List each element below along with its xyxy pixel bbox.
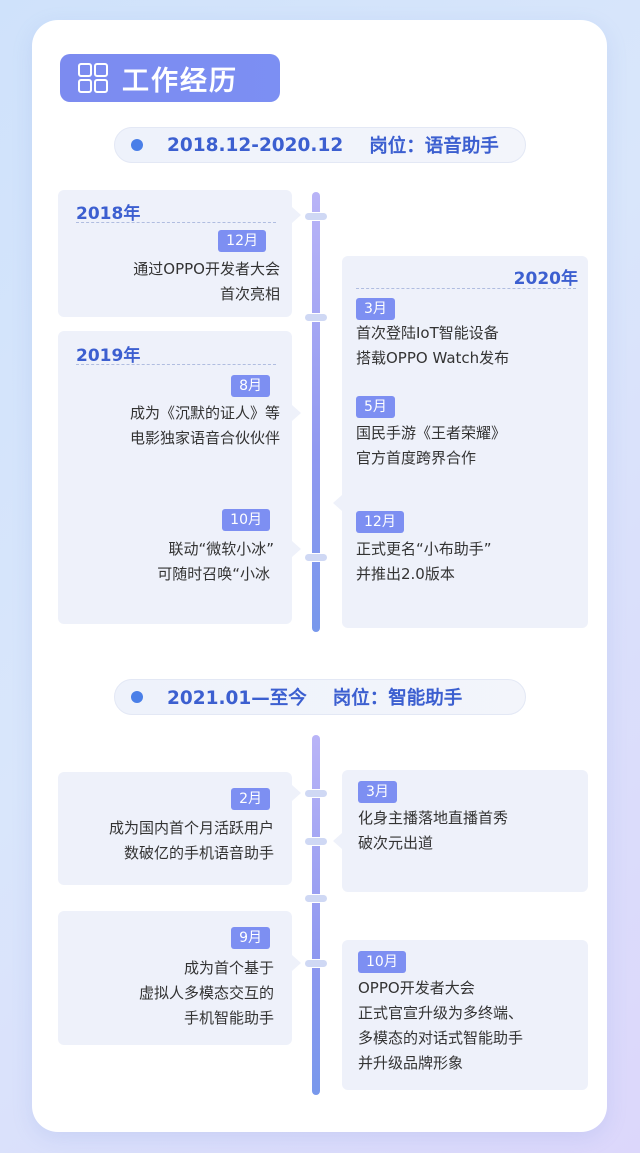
timeline-knob — [304, 789, 328, 798]
event-text: 官方首度跨界合作 — [356, 449, 477, 467]
event-text: 手机智能助手 — [183, 1009, 274, 1027]
month-badge: 2月 — [231, 788, 270, 810]
grid-icon — [78, 63, 108, 93]
event-text: 成为《沉默的证人》等 — [129, 404, 280, 422]
event-text: 并升级品牌形象 — [358, 1054, 464, 1072]
card-pointer — [292, 541, 301, 557]
timeline-knob — [304, 313, 328, 322]
timeline-knob — [304, 894, 328, 903]
timeline-line-1 — [312, 192, 320, 632]
event-text: 化身主播落地直播首秀 — [358, 809, 509, 827]
card-pointer — [333, 495, 342, 511]
header-title: 工作经历 — [122, 65, 238, 97]
event-text: 并推出2.0版本 — [356, 565, 455, 583]
month-badge: 10月 — [358, 951, 406, 973]
event-text: 联动“微软小冰” — [168, 540, 274, 558]
position-text: 岗位：语音助手 — [369, 136, 499, 157]
timeline-knob — [304, 837, 328, 846]
card-pointer — [292, 955, 301, 971]
event-text: OPPO开发者大会 — [358, 979, 475, 997]
period-pill-2: 2021.01—至今 岗位：智能助手 — [114, 679, 526, 715]
period-pill-1: 2018.12-2020.12 岗位：语音助手 — [114, 127, 526, 163]
dot-icon — [131, 139, 143, 151]
event-text: 国民手游《王者荣耀》 — [356, 424, 507, 442]
month-badge: 8月 — [231, 375, 270, 397]
card-pointer — [292, 405, 301, 421]
event-text: 多模态的对话式智能助手 — [358, 1029, 524, 1047]
month-badge: 5月 — [356, 396, 395, 418]
event-text: 通过OPPO开发者大会 — [133, 260, 280, 278]
month-badge: 3月 — [356, 298, 395, 320]
event-text: 成为国内首个月活跃用户 — [108, 819, 274, 837]
event-text: 首次亮相 — [219, 285, 280, 303]
year-label: 2018年 — [76, 204, 141, 224]
event-text: 可随时召唤“小冰 — [157, 565, 270, 583]
month-badge: 10月 — [222, 509, 270, 531]
event-text: 数破亿的手机语音助手 — [123, 844, 274, 862]
event-text: 正式更名“小布助手” — [356, 540, 492, 558]
event-text: 破次元出道 — [358, 834, 434, 852]
event-text: 成为首个基于 — [183, 959, 274, 977]
period-text: 2018.12-2020.12 — [167, 134, 344, 156]
event-text: 虚拟人多模态交互的 — [138, 984, 274, 1002]
event-text: 电影独家语音合伙伙伴 — [129, 429, 280, 447]
divider — [356, 288, 576, 289]
position-text: 岗位：智能助手 — [332, 688, 463, 709]
event-card-2018 — [58, 190, 292, 317]
month-badge: 9月 — [231, 927, 270, 949]
event-text: 首次登陆IoT智能设备 — [356, 324, 499, 342]
timeline-knob — [304, 959, 328, 968]
section-header: 工作经历 — [60, 54, 280, 102]
period-text: 2021.01—至今 — [167, 688, 307, 709]
month-badge: 12月 — [356, 511, 404, 533]
timeline-knob — [304, 212, 328, 221]
card-pointer — [292, 785, 301, 801]
divider — [76, 364, 276, 365]
month-badge: 3月 — [358, 781, 397, 803]
event-text: 搭载OPPO Watch发布 — [356, 349, 510, 367]
timeline-knob — [304, 553, 328, 562]
event-text: 正式官宣升级为多终端、 — [358, 1004, 524, 1022]
year-label: 2019年 — [76, 346, 141, 366]
month-badge: 12月 — [218, 230, 266, 252]
timeline-line-2 — [312, 735, 320, 1095]
year-label: 2020年 — [513, 269, 578, 289]
card-pointer — [333, 833, 342, 849]
divider — [76, 222, 276, 223]
dot-icon — [131, 691, 143, 703]
card-pointer — [292, 207, 301, 223]
